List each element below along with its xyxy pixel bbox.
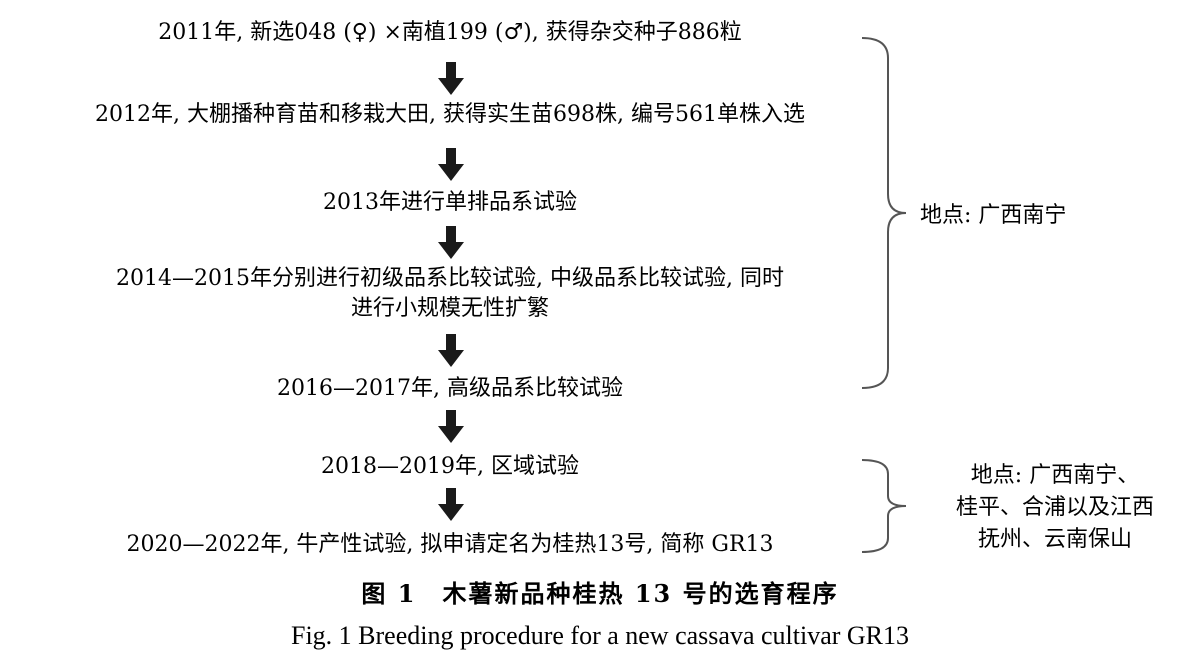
- down-arrow-icon: [438, 334, 464, 367]
- down-arrow-icon: [438, 62, 464, 95]
- step-2013: 2013年进行单排品系试验: [0, 188, 900, 218]
- figure-caption-en: Fig. 1 Breeding procedure for a new cass…: [290, 621, 910, 650]
- step-text: 2020—2022年, 牛产性试验, 拟申请定名为桂热13号, 简称 GR13: [126, 532, 774, 557]
- down-arrow-icon: [438, 488, 464, 521]
- step-text: 2013年进行单排品系试验: [323, 190, 577, 215]
- location-brace-2: [861, 459, 907, 553]
- step-text: 2018—2019年, 区域试验: [321, 454, 579, 479]
- location-text: 抚州、云南保山: [977, 527, 1132, 552]
- location-label-2: 地点: 广西南宁、 桂平、合浦以及江西 抚州、云南保山: [920, 460, 1190, 556]
- step-text: 2011年, 新选048 (♀) ×南植199 (♂), 获得杂交种子886粒: [158, 20, 742, 45]
- location-text: 地点: 广西南宁、: [970, 463, 1140, 488]
- step-2018-2019: 2018—2019年, 区域试验: [0, 452, 900, 482]
- step-2020-2022: 2020—2022年, 牛产性试验, 拟申请定名为桂热13号, 简称 GR13: [0, 530, 900, 560]
- step-text: 进行小规模无性扩繁: [350, 296, 549, 321]
- location-label-1: 地点: 广西南宁: [920, 200, 1170, 232]
- step-text: 2012年, 大棚播种育苗和移栽大田, 获得实生苗698株, 编号561单株入选: [95, 102, 805, 127]
- step-text: 2014—2015年分别进行初级品系比较试验, 中级品系比较试验, 同时: [116, 266, 784, 291]
- down-arrow-icon: [438, 226, 464, 259]
- location-text: 桂平、合浦以及江西: [955, 495, 1154, 520]
- location-text: 地点: 广西南宁: [920, 203, 1067, 228]
- step-2014-2015: 2014—2015年分别进行初级品系比较试验, 中级品系比较试验, 同时 进行小…: [0, 264, 900, 324]
- step-text: 2016—2017年, 高级品系比较试验: [277, 376, 623, 401]
- figure-caption-cn: 图 1 木薯新品种桂热 13 号的选育程序: [361, 579, 839, 608]
- step-2012: 2012年, 大棚播种育苗和移栽大田, 获得实生苗698株, 编号561单株入选: [0, 100, 900, 130]
- step-2016-2017: 2016—2017年, 高级品系比较试验: [0, 374, 900, 404]
- step-2011: 2011年, 新选048 (♀) ×南植199 (♂), 获得杂交种子886粒: [0, 18, 900, 48]
- location-brace-1: [861, 37, 907, 389]
- down-arrow-icon: [438, 148, 464, 181]
- down-arrow-icon: [438, 410, 464, 443]
